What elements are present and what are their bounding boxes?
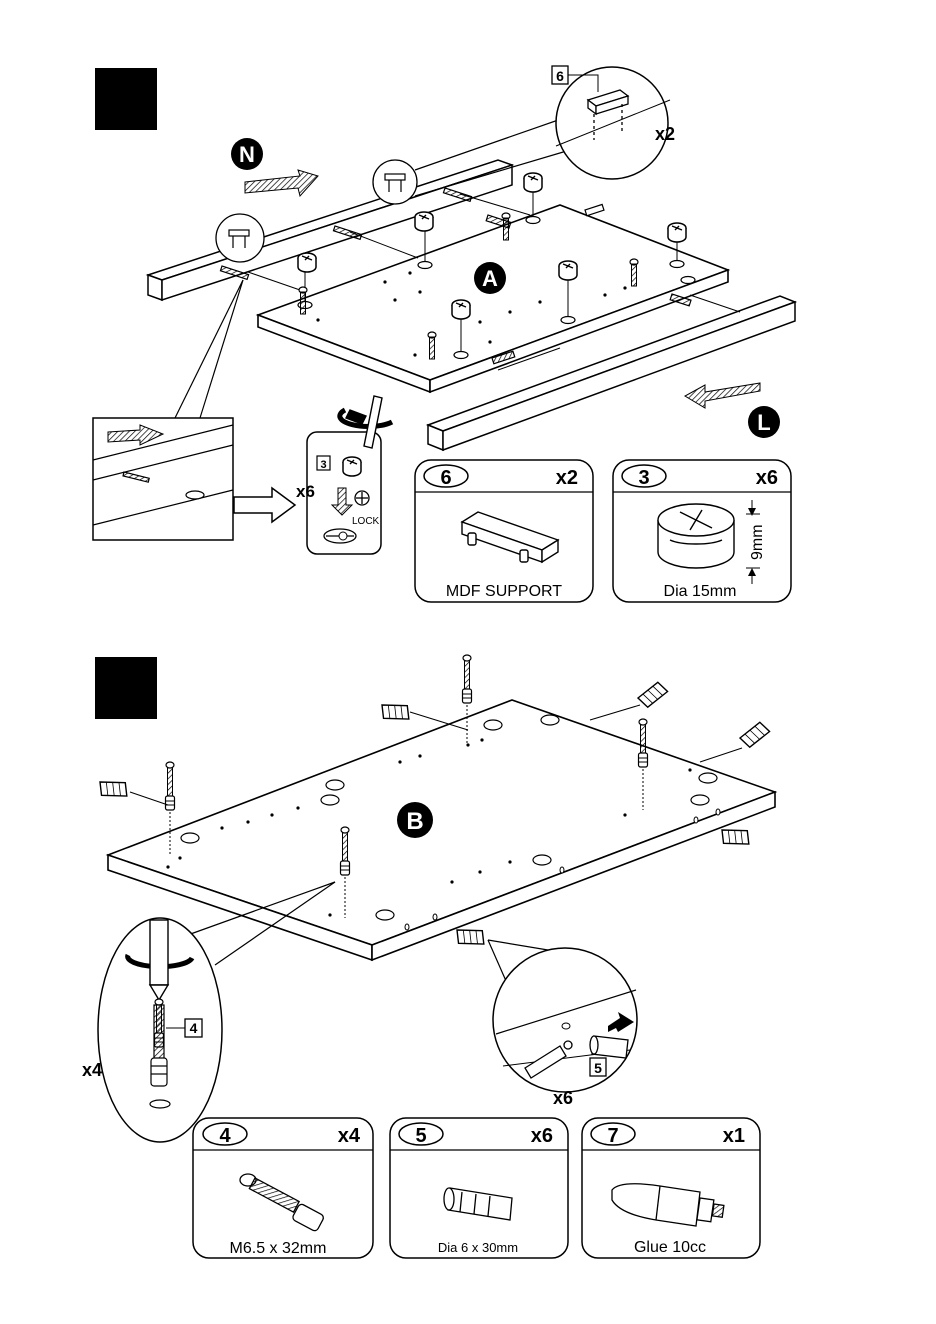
direction-arrow-icon: [685, 383, 760, 408]
cam-lock-icon: [524, 173, 542, 192]
part-card-7: 7 x1 Glue 10cc: [582, 1118, 760, 1258]
svg-text:x2: x2: [556, 467, 578, 489]
svg-text:7: 7: [607, 1125, 618, 1147]
cam-lock-icon: [658, 504, 734, 568]
svg-text:3: 3: [638, 467, 649, 489]
svg-text:6: 6: [440, 467, 451, 489]
svg-text:x2: x2: [655, 124, 675, 144]
step-1-marker: [95, 68, 157, 130]
label-b-badge: B: [397, 802, 433, 838]
label-n-badge: N: [231, 138, 263, 170]
cam-lock-icon: [298, 253, 316, 272]
svg-text:Glue 10cc: Glue 10cc: [634, 1239, 706, 1256]
part-card-5: 5 x6 Dia 6 x 30mm: [390, 1118, 568, 1258]
arrow-right-icon: [234, 488, 295, 522]
cam-lock-icon: [668, 223, 686, 242]
dowel-icon: [737, 720, 772, 749]
svg-text:x6: x6: [296, 482, 315, 501]
svg-text:x6: x6: [756, 467, 778, 489]
screw-icon: [639, 719, 648, 767]
svg-text:L: L: [757, 410, 770, 435]
svg-text:Dia 6 x 30mm: Dia 6 x 30mm: [438, 1240, 518, 1255]
svg-text:9mm: 9mm: [749, 524, 766, 560]
svg-text:x6: x6: [531, 1125, 553, 1147]
cam-lock-icon: [559, 261, 577, 280]
dowel-icon: [635, 680, 670, 709]
svg-text:MDF SUPPORT: MDF SUPPORT: [446, 583, 562, 600]
cam-lock-icon: [452, 300, 470, 319]
svg-text:N: N: [239, 142, 255, 167]
panel-b: [108, 700, 775, 960]
svg-text:3: 3: [320, 459, 326, 471]
part-card-6: 6 x2 MDF SUPPORT: [415, 460, 593, 602]
svg-text:x6: x6: [553, 1088, 573, 1108]
svg-text:5: 5: [594, 1060, 602, 1076]
svg-text:x4: x4: [338, 1125, 361, 1147]
screw-icon: [463, 655, 472, 703]
dowel-icon: [590, 1036, 628, 1058]
cam-lock-icon: [415, 212, 433, 231]
label-a-badge: A: [474, 262, 506, 294]
svg-text:M6.5 x 32mm: M6.5 x 32mm: [230, 1240, 327, 1257]
svg-text:5: 5: [415, 1125, 426, 1147]
dowel-icon: [378, 697, 413, 726]
label-l-badge: L: [748, 406, 780, 438]
step-2-marker: [95, 657, 157, 719]
svg-text:B: B: [406, 808, 423, 835]
part-card-4: 4 x4 M6.5 x 32mm: [193, 1118, 373, 1258]
svg-text:4: 4: [190, 1020, 198, 1036]
svg-text:A: A: [482, 266, 498, 291]
screw-icon: [166, 762, 175, 810]
svg-text:x1: x1: [723, 1125, 745, 1147]
part-card-3: 3 x6 9mm Dia 15mm: [613, 460, 791, 602]
direction-arrow-icon: [245, 170, 318, 196]
svg-text:Dia 15mm: Dia 15mm: [664, 583, 737, 600]
svg-text:4: 4: [219, 1125, 231, 1147]
svg-text:LOCK: LOCK: [352, 516, 380, 527]
callout-dowel-detail: [493, 948, 637, 1092]
svg-text:x4: x4: [82, 1060, 102, 1080]
svg-text:6: 6: [556, 68, 564, 84]
dowel-icon: [96, 774, 131, 803]
